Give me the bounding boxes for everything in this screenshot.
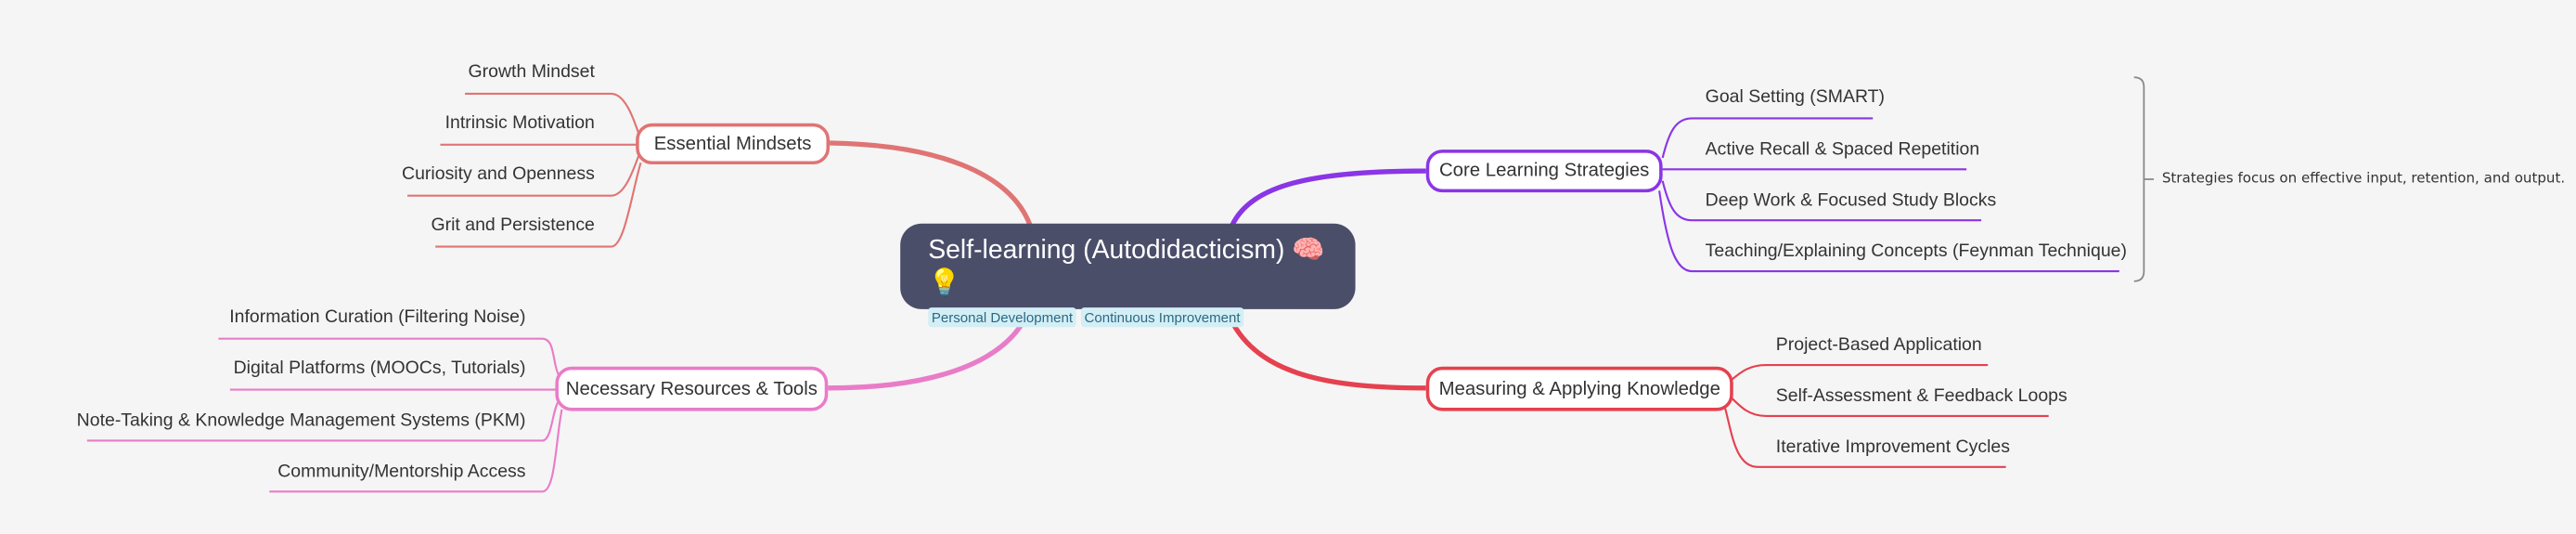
leaf-intrinsic-motivation[interactable]: Intrinsic Motivation bbox=[444, 113, 595, 134]
summary-bracket bbox=[2133, 76, 2154, 282]
root-title: Self-learning (Autodidacticism) bbox=[928, 236, 1285, 266]
leaf-iterative-improvement[interactable]: Iterative Improvement Cycles bbox=[1775, 436, 2010, 458]
tag-personal-development: Personal Development bbox=[928, 307, 1076, 328]
leaf-self-assessment[interactable]: Self-Assessment & Feedback Loops bbox=[1775, 386, 2067, 407]
brain-bulb-emoji-icon: 🧠💡 bbox=[928, 236, 1325, 298]
leaf-curiosity-openness[interactable]: Curiosity and Openness bbox=[402, 164, 595, 185]
leaf-note-taking-pkm[interactable]: Note-Taking & Knowledge Management Syste… bbox=[76, 410, 526, 431]
leaf-goal-setting[interactable]: Goal Setting (SMART) bbox=[1705, 86, 1886, 108]
leaf-grit-persistence[interactable]: Grit and Persistence bbox=[431, 215, 595, 236]
leaf-community-mentorship[interactable]: Community/Mentorship Access bbox=[277, 462, 526, 482]
node-resources-tools[interactable]: Necessary Resources & Tools bbox=[555, 366, 829, 411]
root-node[interactable]: Self-learning (Autodidacticism) 🧠💡 Perso… bbox=[900, 223, 1356, 328]
node-core-strategies[interactable]: Core Learning Strategies bbox=[1425, 150, 1663, 193]
node-essential-mindsets[interactable]: Essential Mindsets bbox=[636, 123, 831, 165]
leaf-feynman-technique[interactable]: Teaching/Explaining Concepts (Feynman Te… bbox=[1705, 241, 2128, 262]
connector-measuring bbox=[1223, 306, 1426, 391]
leaf-active-recall[interactable]: Active Recall & Spaced Repetition bbox=[1705, 139, 1980, 160]
leaf-digital-platforms[interactable]: Digital Platforms (MOOCs, Tutorials) bbox=[233, 358, 526, 379]
connector-core bbox=[1230, 168, 1426, 227]
summary-note: Strategies focus on effective input, ret… bbox=[2161, 171, 2566, 188]
leaf-project-based[interactable]: Project-Based Application bbox=[1775, 335, 1982, 356]
node-measuring-applying[interactable]: Measuring & Applying Knowledge bbox=[1425, 366, 1733, 411]
leaf-deep-work[interactable]: Deep Work & Focused Study Blocks bbox=[1705, 190, 1997, 211]
tag-continuous-improvement: Continuous Improvement bbox=[1080, 307, 1244, 328]
leaf-information-curation[interactable]: Information Curation (Filtering Noise) bbox=[229, 307, 526, 328]
leaf-growth-mindset[interactable]: Growth Mindset bbox=[468, 62, 595, 83]
connector-essential bbox=[830, 140, 1033, 227]
